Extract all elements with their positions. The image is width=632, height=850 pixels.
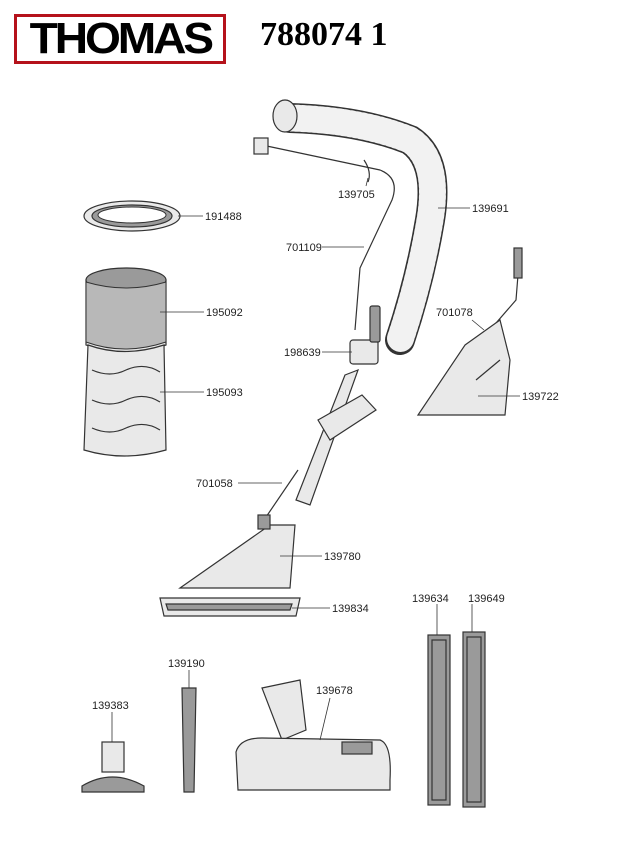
- part-upholstery-tool-139722: [416, 247, 523, 416]
- part-hose-139691: [272, 99, 448, 355]
- label-139678: 139678: [316, 685, 353, 697]
- label-195092: 195092: [206, 307, 243, 319]
- label-198639: 198639: [284, 347, 321, 359]
- part-bag-195093: [83, 344, 167, 457]
- part-filter-195092: [85, 267, 167, 354]
- label-139634: 139634: [412, 593, 449, 605]
- leader-lines: [111, 177, 520, 742]
- part-labels: 139705 139691 191488 701109 195092 70107…: [92, 189, 559, 712]
- label-139780: 139780: [324, 551, 361, 563]
- model-number: 788074 1: [260, 16, 388, 53]
- label-701078: 701078: [436, 307, 473, 319]
- part-strip-139634: [427, 634, 451, 806]
- part-squeegee-139834: [159, 597, 301, 617]
- label-139834: 139834: [332, 603, 369, 615]
- label-195093: 195093: [206, 387, 243, 399]
- label-701109: 701109: [286, 242, 322, 254]
- part-ring-191488: [83, 200, 181, 232]
- part-wand-701058: [263, 368, 377, 521]
- label-191488: 191488: [205, 211, 242, 223]
- label-139691: 139691: [472, 203, 509, 215]
- part-rod-701109: [253, 137, 395, 331]
- part-floor-tool-139780: [178, 514, 296, 589]
- part-crevice-tool-139190: [181, 687, 197, 793]
- part-nozzle-139383: [81, 741, 145, 793]
- part-strip-139649: [462, 631, 486, 808]
- thomas-logo: THOMAS: [14, 14, 226, 64]
- label-139722: 139722: [522, 391, 559, 403]
- label-701058: 701058: [196, 478, 233, 490]
- label-139190: 139190: [168, 658, 205, 670]
- part-floor-nozzle-139678: [235, 679, 391, 791]
- part-connector-198639: [349, 305, 381, 365]
- label-139705: 139705: [338, 189, 375, 201]
- brand-name: THOMAS: [29, 14, 213, 63]
- label-139649: 139649: [468, 593, 505, 605]
- label-139383: 139383: [92, 700, 129, 712]
